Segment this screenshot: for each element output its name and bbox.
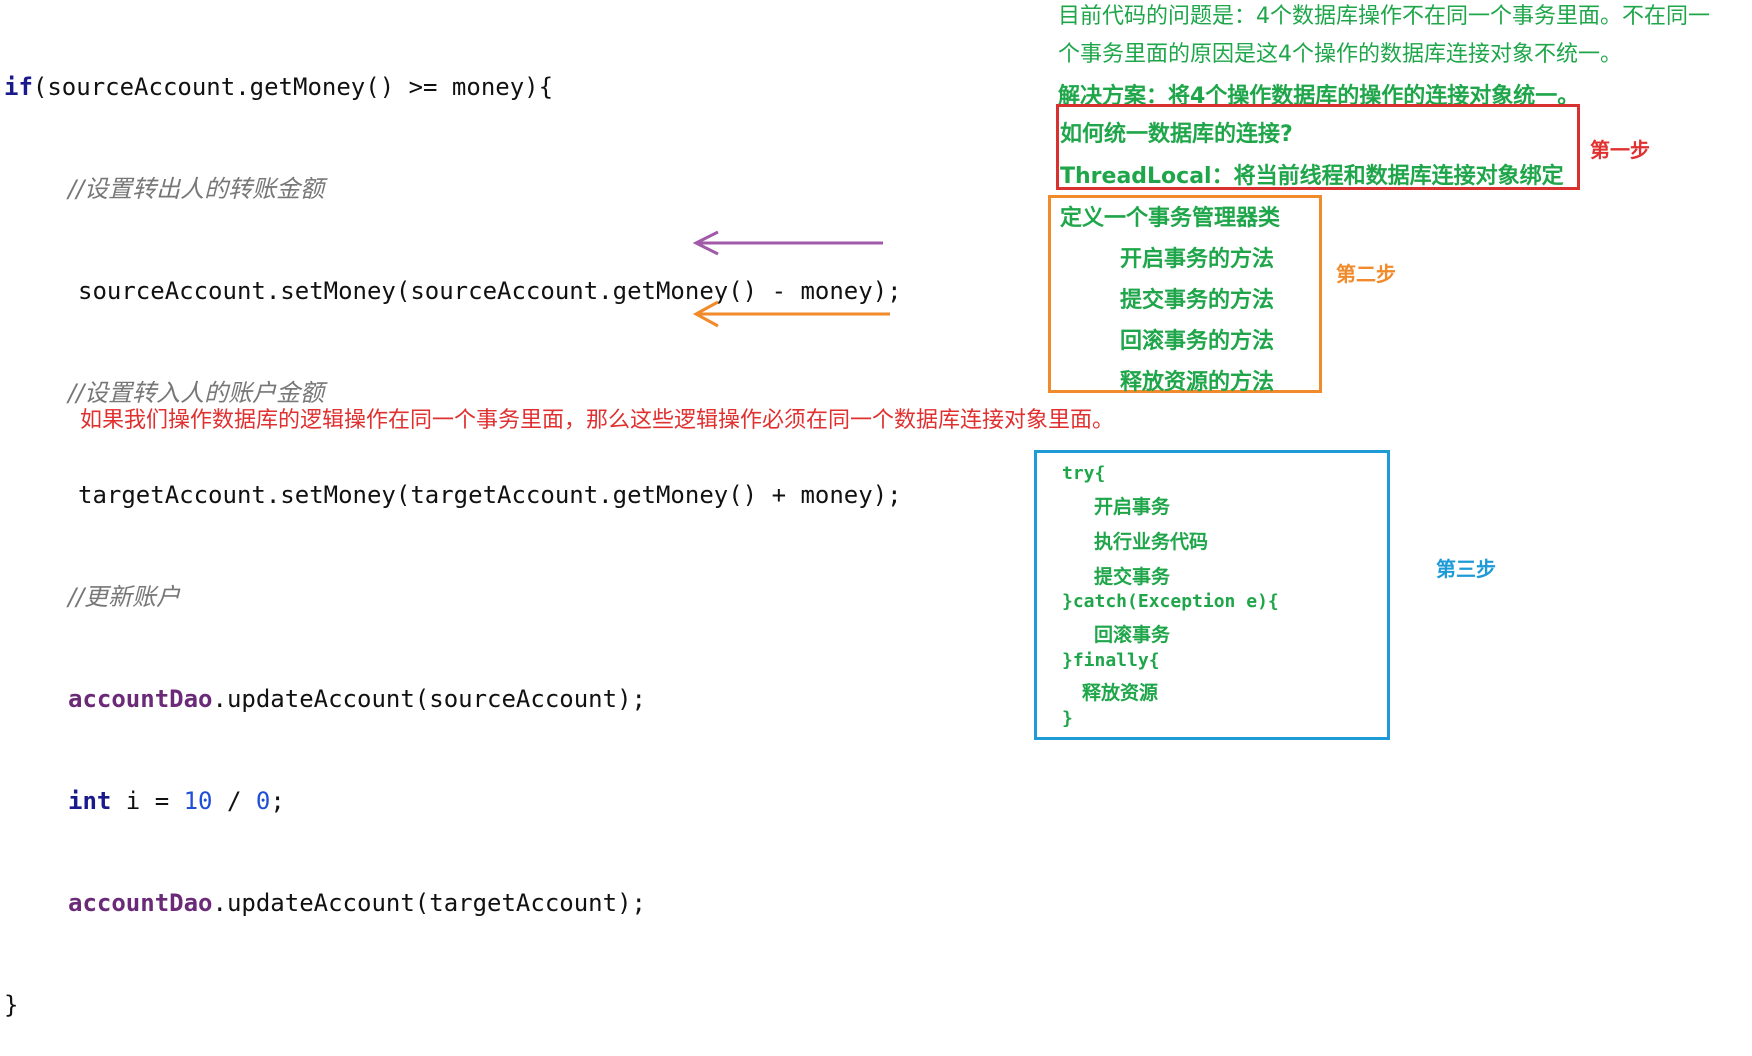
step3-catch: }catch(Exception e){	[1062, 591, 1279, 612]
step3-finally: }finally{	[1062, 650, 1160, 671]
problem-line-2: 个事务里面的原因是这4个操作的数据库连接对象不统一。	[1058, 42, 1622, 67]
step1-answer: ThreadLocal：将当前线程和数据库连接对象绑定	[1060, 164, 1564, 189]
code-line-int: int i = 10 / 0;	[4, 784, 902, 818]
code-line-update-target: accountDao.updateAccount(targetAccount);	[4, 886, 902, 920]
field-accountDao: accountDao	[68, 685, 213, 713]
step1-label: 第一步	[1590, 138, 1650, 162]
step3-release: 释放资源	[1082, 682, 1159, 704]
code-statement: targetAccount.setMoney(targetAccount.get…	[78, 481, 902, 509]
code-line-update-source: accountDao.updateAccount(sourceAccount);	[4, 682, 902, 716]
code-number: 10	[183, 787, 213, 815]
step3-box	[1034, 450, 1390, 740]
step2-title: 定义一个事务管理器类	[1060, 206, 1281, 231]
code-closing-brace: }	[4, 991, 19, 1019]
transaction-note: 如果我们操作数据库的逻辑操作在同一个事务里面，那么这些逻辑操作必须在同一个数据库…	[80, 408, 1115, 433]
code-line-set-source: sourceAccount.setMoney(sourceAccount.get…	[4, 274, 902, 308]
step2-label: 第二步	[1336, 262, 1396, 286]
step3-open: 开启事务	[1094, 496, 1171, 518]
code-fragment: i =	[111, 787, 184, 815]
code-fragment: /	[212, 787, 256, 815]
code-statement: .updateAccount(sourceAccount);	[212, 685, 646, 713]
code-fragment: ;	[270, 787, 285, 815]
code-if-condition: (sourceAccount.getMoney() >= money){	[32, 73, 554, 101]
step2-item: 开启事务的方法	[1120, 247, 1275, 272]
keyword-int: int	[68, 787, 112, 815]
code-block: if(sourceAccount.getMoney() >= money){ /…	[4, 2, 902, 1056]
step2-item: 提交事务的方法	[1120, 288, 1275, 313]
step2-item: 释放资源的方法	[1120, 370, 1275, 395]
step2-item: 回滚事务的方法	[1120, 329, 1275, 354]
code-comment: //设置转出人的转账金额	[68, 175, 325, 203]
step3-label: 第三步	[1436, 557, 1496, 581]
comment-line: //设置转入人的账户金额	[4, 376, 902, 410]
step1-box	[1056, 104, 1580, 190]
code-line-set-target: targetAccount.setMoney(targetAccount.get…	[4, 478, 902, 512]
step3-rollback: 回滚事务	[1094, 624, 1171, 646]
code-comment: //设置转入人的账户金额	[68, 379, 325, 407]
step3-exec: 执行业务代码	[1094, 531, 1209, 553]
code-statement: .updateAccount(targetAccount);	[212, 889, 646, 917]
keyword-if: if	[4, 73, 33, 101]
step3-try: try{	[1062, 463, 1106, 484]
code-number: 0	[255, 787, 271, 815]
step3-commit: 提交事务	[1094, 566, 1171, 588]
code-line-if: if(sourceAccount.getMoney() >= money){	[4, 70, 902, 104]
comment-line: //设置转出人的转账金额	[4, 172, 902, 206]
step3-close: }	[1062, 708, 1073, 729]
comment-line: //更新账户	[4, 580, 902, 614]
code-line-close: }	[4, 988, 902, 1022]
field-accountDao: accountDao	[68, 889, 213, 917]
step2-box	[1048, 195, 1322, 393]
code-statement: sourceAccount.setMoney(sourceAccount.get…	[78, 277, 902, 305]
code-comment: //更新账户	[68, 583, 181, 611]
problem-line-1: 目前代码的问题是：4个数据库操作不在同一个事务里面。不在同一	[1058, 4, 1710, 29]
step1-question: 如何统一数据库的连接?	[1060, 122, 1293, 147]
